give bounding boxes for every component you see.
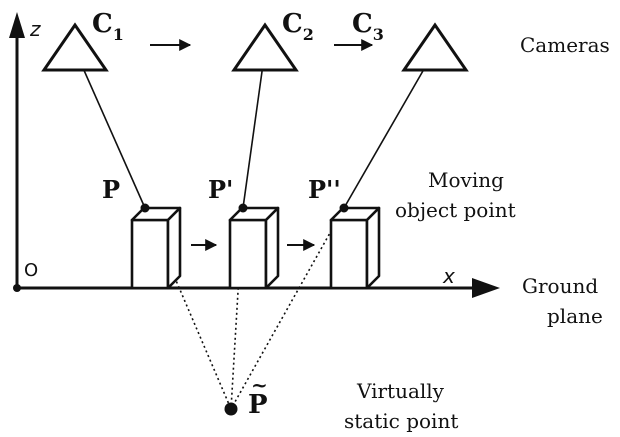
box-1 <box>130 206 182 290</box>
dotted-ray-3 <box>230 207 345 410</box>
point-p-label: P <box>102 175 120 204</box>
virtual-point-dot <box>224 402 238 416</box>
point-p2-label: P'' <box>308 175 341 204</box>
origin-dot <box>13 284 21 292</box>
moving-object <box>130 206 381 290</box>
object-points: P P' P'' <box>102 175 349 213</box>
x-axis-arrowhead <box>472 278 500 298</box>
origin-label: O <box>24 260 38 281</box>
z-axis-label: z <box>29 17 41 41</box>
cameras: C1 C2 C3 Cameras <box>41 9 610 72</box>
point-p1-dot <box>238 203 248 213</box>
point-p2-dot <box>339 203 349 213</box>
box-2 <box>228 206 280 290</box>
box-3 <box>329 206 381 290</box>
virtual-point: P ~ <box>224 373 268 420</box>
x-axis-label: x <box>442 264 455 288</box>
ray-c2-to-p1 <box>242 49 266 209</box>
virtual-point-tilde: ~ <box>251 373 268 397</box>
point-p-dot <box>140 203 150 213</box>
ray-c1-to-p <box>74 49 146 209</box>
moving-caption: Moving object point <box>395 168 516 222</box>
dotted-ray-2 <box>230 207 244 410</box>
camera-2-label: C2 <box>282 9 314 44</box>
camera-3-label: C3 <box>352 9 384 44</box>
camera-rays <box>74 49 436 209</box>
camera-1-label: C1 <box>92 9 124 44</box>
ray-c3-to-p2 <box>343 49 436 209</box>
camera-1-icon <box>41 22 109 72</box>
cameras-caption: Cameras <box>520 33 610 57</box>
camera-3-icon <box>401 22 469 72</box>
point-p1-label: P' <box>208 175 233 204</box>
virtual-point-label: P <box>248 390 268 420</box>
virtual-caption: Virtually static point <box>344 379 458 433</box>
ground-caption: Ground plane <box>522 274 605 328</box>
camera-2-icon <box>231 22 299 72</box>
z-axis-arrowhead <box>9 12 25 38</box>
